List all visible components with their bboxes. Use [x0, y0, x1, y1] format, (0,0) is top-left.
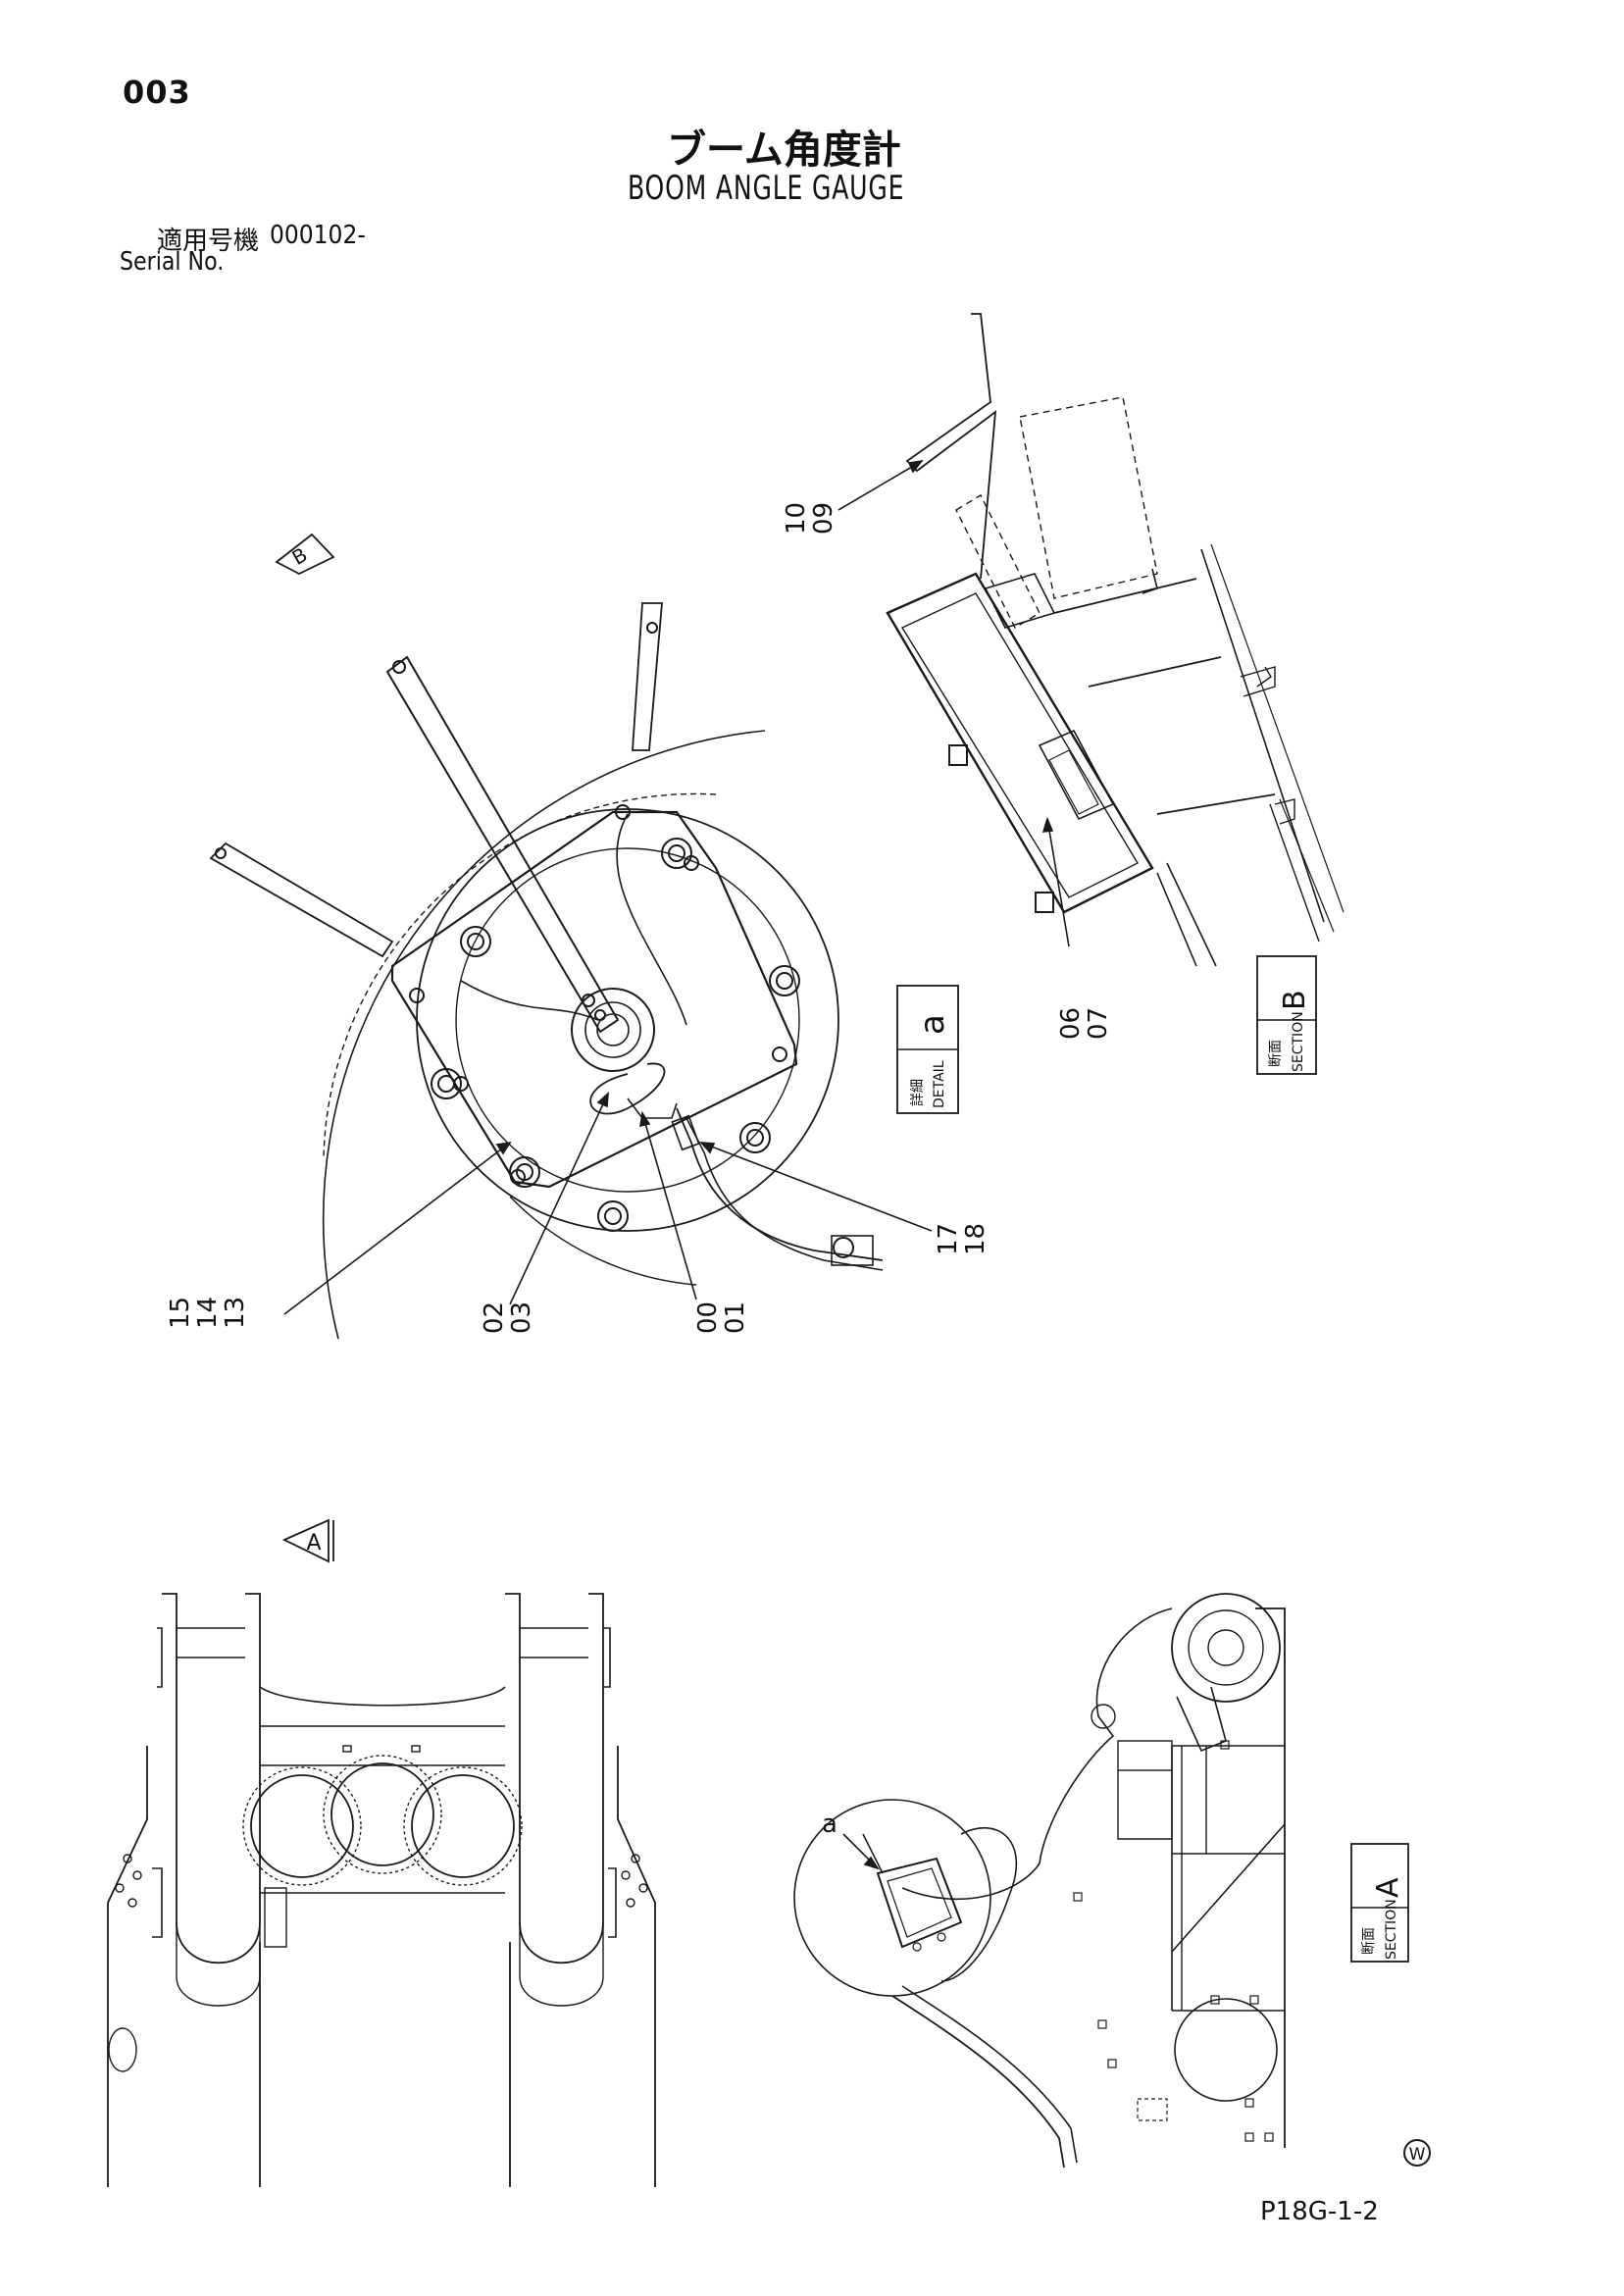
- boom-front-view: [107, 1593, 656, 2187]
- view-b-arrow: B: [275, 533, 335, 576]
- callout-label: 02: [480, 1301, 509, 1334]
- callout-label: 03: [507, 1301, 536, 1334]
- callout-15-14-13: 15 14 13: [166, 1297, 250, 1329]
- callout-label: 14: [193, 1297, 223, 1329]
- page-title-en: BOOM ANGLE GAUGE: [628, 169, 905, 208]
- callout-label: 01: [721, 1301, 750, 1334]
- callout-label: 09: [809, 502, 838, 535]
- section-b-view: [886, 313, 1345, 967]
- view-a-arrow: A: [281, 1518, 334, 1563]
- callout-17-18: 17 18: [934, 1223, 990, 1255]
- view-b-marker: B: [288, 542, 312, 570]
- callout-label: 00: [693, 1301, 723, 1334]
- section-b-label-en: SECTION: [1291, 1011, 1306, 1072]
- callout-02-03: 02 03: [480, 1301, 536, 1334]
- edition-mark-letter: W: [1409, 2145, 1426, 2165]
- leader-lines: [283, 459, 1070, 1870]
- detail-letter: a: [913, 1014, 952, 1035]
- callout-label: 13: [221, 1297, 250, 1329]
- callout-label: 10: [782, 502, 811, 535]
- edition-mark: W: [1403, 2139, 1431, 2167]
- serial-value: 000102-: [270, 221, 366, 250]
- page-title-jp: ブーム角度計: [667, 128, 901, 173]
- detail-label-jp: 詳細: [910, 1079, 926, 1106]
- serial-label-jp: 適用号機: [157, 227, 260, 256]
- callout-label: 15: [166, 1297, 195, 1329]
- drawing-code: P18G-1-2: [1260, 2197, 1379, 2226]
- callout-10-09: 10 09: [782, 502, 838, 535]
- section-a-letter: A: [1371, 1877, 1405, 1898]
- detail-a-label: 詳細 DETAIL a: [896, 985, 959, 1114]
- boom-side-view: [793, 1593, 1286, 2168]
- callout-00-01: 00 01: [693, 1301, 750, 1334]
- page-number: 003: [123, 74, 191, 111]
- serial-label-en: Serial No.: [120, 247, 225, 277]
- callout-06-07: 06 07: [1056, 1007, 1113, 1040]
- section-b-label-jp: 断面: [1268, 1040, 1284, 1067]
- view-a-marker: A: [306, 1531, 321, 1556]
- detail-callout-a: a: [822, 1810, 837, 1839]
- detail-a-gauge-view: [209, 602, 884, 1340]
- section-a-label-en: SECTION: [1384, 1899, 1399, 1960]
- section-a-label-jp: 断面: [1361, 1927, 1377, 1955]
- section-b-label: 断面 SECTION B: [1256, 955, 1317, 1075]
- detail-label-en: DETAIL: [932, 1060, 947, 1108]
- callout-label: 06: [1056, 1007, 1086, 1040]
- section-b-letter: B: [1278, 990, 1312, 1010]
- callout-label: 18: [961, 1223, 990, 1255]
- section-a-label: 断面 SECTION A: [1350, 1843, 1409, 1963]
- callout-label: 07: [1084, 1007, 1113, 1040]
- callout-label: 17: [934, 1223, 963, 1255]
